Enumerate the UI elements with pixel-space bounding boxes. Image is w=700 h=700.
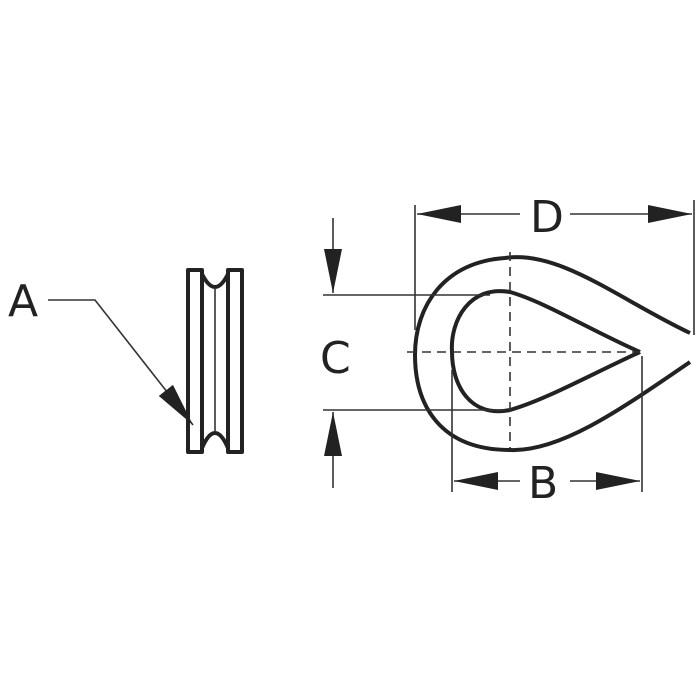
label-a: A	[8, 276, 38, 327]
inner-profile	[449, 289, 641, 414]
label-b: B	[528, 458, 558, 509]
leader-a	[48, 299, 194, 426]
side-top-groove	[200, 273, 230, 289]
dimension-c: C	[320, 218, 505, 488]
side-bottom-groove	[200, 431, 230, 449]
thimble-front-view	[407, 252, 692, 453]
dimension-a: A	[8, 276, 194, 426]
side-right-flange	[226, 268, 244, 454]
dimension-b: B	[451, 356, 643, 509]
side-left-flange	[186, 268, 204, 454]
outer-profile	[413, 255, 692, 453]
label-d: D	[530, 192, 564, 243]
thimble-side-view	[186, 268, 244, 454]
label-c: C	[320, 333, 351, 384]
dimension-d: D	[414, 192, 695, 335]
